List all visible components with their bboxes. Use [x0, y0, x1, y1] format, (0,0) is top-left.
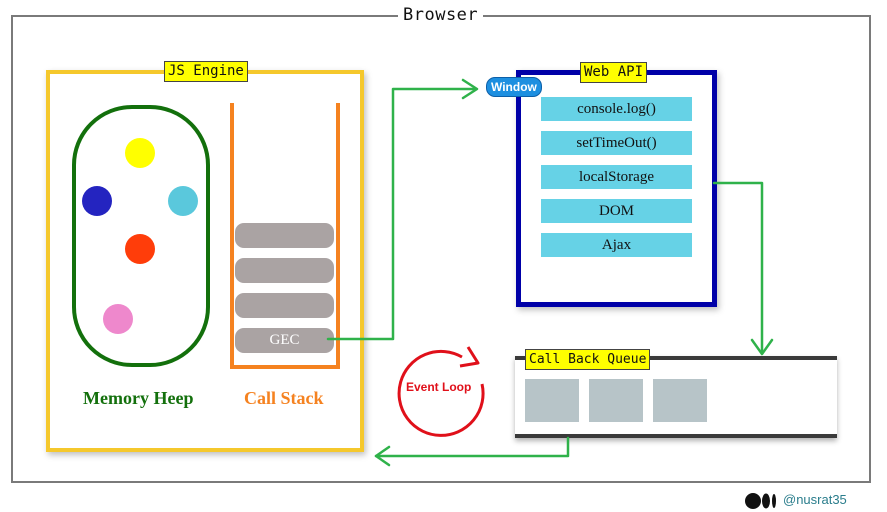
web-api-item: Ajax: [541, 233, 692, 257]
call-stack-label: Call Stack: [244, 388, 324, 408]
heap-object: [103, 304, 133, 334]
arrow-webapi-to-queue: [712, 181, 764, 354]
author-handle: @nusrat35: [783, 492, 847, 507]
event-loop-icon: [397, 346, 485, 437]
callback-queue-slot: [589, 379, 643, 422]
callback-queue-slot: [653, 379, 707, 422]
call-stack: [230, 103, 340, 369]
callback-queue-title: Call Back Queue: [525, 349, 651, 370]
arrow-stack-to-webapi-head: [461, 78, 479, 100]
arrow-stack-to-webapi: [326, 87, 478, 341]
web-api-title: Web API: [580, 62, 648, 83]
window-badge: Window: [486, 77, 542, 97]
event-loop-label: Event Loop: [406, 380, 472, 394]
call-stack-frame: [235, 258, 334, 283]
memory-heap: [72, 105, 210, 367]
call-stack-frame: [235, 293, 334, 318]
web-api-item: localStorage: [541, 165, 692, 189]
arrow-queue-to-stack-head: [374, 445, 391, 467]
web-api-item: DOM: [541, 199, 692, 223]
browser-title: Browser: [398, 5, 484, 25]
callback-queue-slot: [525, 379, 579, 422]
arrow-queue-to-stack: [374, 436, 570, 458]
web-api-item: console.log(): [541, 97, 692, 121]
medium-logo-icon: [745, 493, 776, 509]
call-stack-frame-gec: GEC: [235, 328, 334, 353]
call-stack-frame: [235, 223, 334, 248]
heap-object: [168, 186, 198, 216]
arrow-webapi-to-queue-head: [750, 338, 774, 356]
js-engine-title: JS Engine: [164, 61, 248, 82]
memory-heap-label: Memory Heep: [83, 388, 194, 408]
heap-object: [125, 138, 155, 168]
heap-object: [82, 186, 112, 216]
heap-object: [125, 234, 155, 264]
web-api-item: setTimeOut(): [541, 131, 692, 155]
